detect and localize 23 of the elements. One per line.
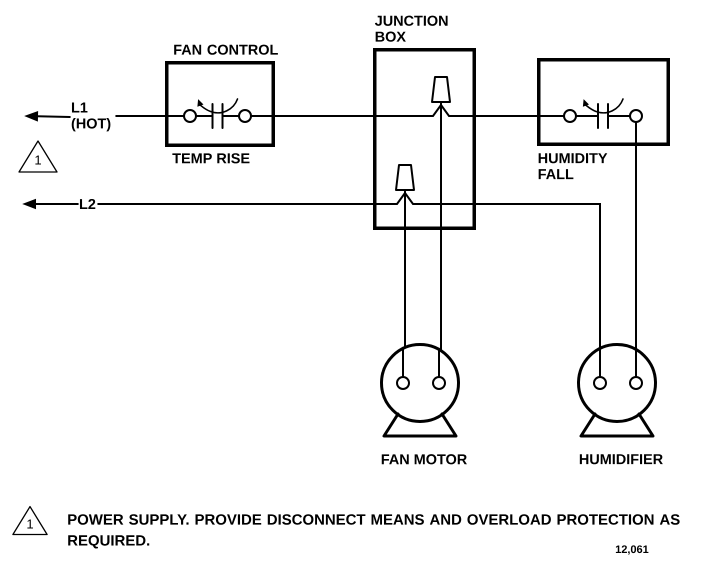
node-label: JUNCTION BOX <box>374 16 448 42</box>
humidistat-box: HUMIDITY FALL <box>537 58 670 180</box>
wire <box>635 145 637 350</box>
node-label: TEMP RISE <box>172 153 250 164</box>
warning-triangle: 1 <box>18 140 58 173</box>
wire <box>274 115 374 117</box>
node-label: FAN MOTOR <box>382 454 467 464</box>
wire <box>475 203 601 349</box>
line-label: L2 <box>80 198 96 210</box>
wire <box>440 229 442 351</box>
fan-control-box: FAN CONTROL TEMP RISE <box>165 44 278 164</box>
motor-drawing: FAN MOTOR <box>380 343 467 464</box>
node-label: HUMIDITY FALL <box>538 153 608 180</box>
node-label: FAN CONTROL <box>174 44 278 55</box>
warning-triangle: 1 <box>12 506 48 536</box>
wire <box>97 203 374 205</box>
node-label: HUMIDIFIER <box>580 454 663 464</box>
wire <box>115 115 166 117</box>
wire <box>404 229 406 348</box>
humidifier-drawing: HUMIDIFIER <box>577 343 663 464</box>
wire <box>475 115 538 117</box>
junction-box: JUNCTION BOX <box>373 16 476 230</box>
line-label: L1 (HOT) <box>72 102 110 132</box>
